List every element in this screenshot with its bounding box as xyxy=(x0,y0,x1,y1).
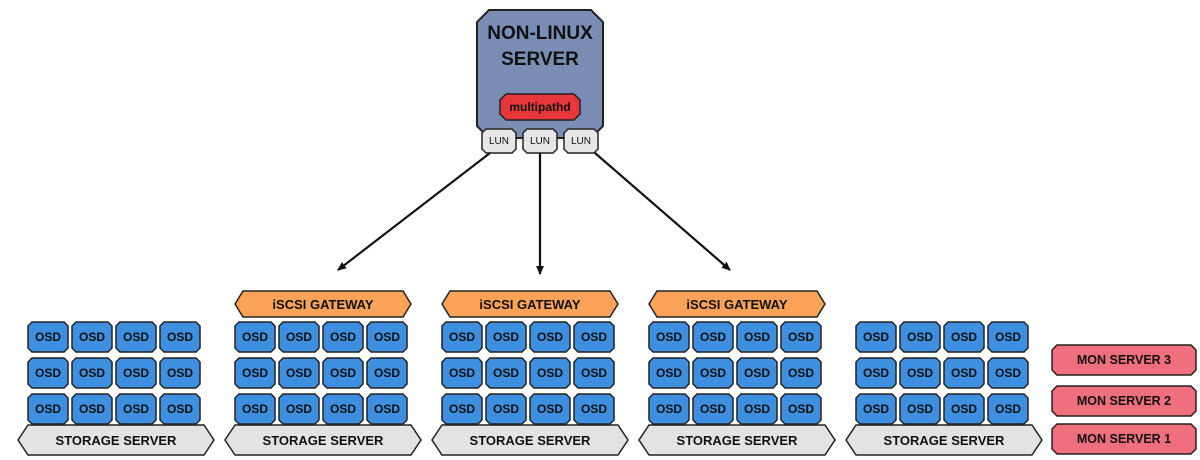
osd-box xyxy=(573,321,615,353)
osd-box xyxy=(71,321,113,353)
osd-box xyxy=(943,321,985,353)
osd-box xyxy=(27,321,69,353)
osd-box xyxy=(692,393,734,425)
osd-box xyxy=(159,393,201,425)
lun-to-gateway-arrow xyxy=(337,152,491,271)
osd-box xyxy=(234,393,276,425)
osd-box xyxy=(278,321,320,353)
osd-box xyxy=(485,393,527,425)
osd-box xyxy=(115,393,157,425)
osd-box xyxy=(529,321,571,353)
osd-box xyxy=(692,321,734,353)
lun-box xyxy=(481,128,517,154)
osd-box xyxy=(855,321,897,353)
osd-box xyxy=(234,321,276,353)
osd-box xyxy=(234,357,276,389)
osd-box xyxy=(780,321,822,353)
iscsi-gateway-box xyxy=(441,290,619,318)
osd-box xyxy=(322,393,364,425)
osd-box xyxy=(278,357,320,389)
osd-box xyxy=(71,357,113,389)
osd-box xyxy=(27,393,69,425)
osd-box xyxy=(736,357,778,389)
osd-box xyxy=(987,321,1029,353)
osd-box xyxy=(159,357,201,389)
osd-box xyxy=(441,321,483,353)
iscsi-gateway-box xyxy=(234,290,412,318)
osd-box xyxy=(899,321,941,353)
storage-server-box xyxy=(431,424,629,456)
osd-box xyxy=(115,321,157,353)
osd-box xyxy=(71,393,113,425)
lun-box xyxy=(522,128,558,154)
osd-box xyxy=(322,357,364,389)
osd-box xyxy=(485,357,527,389)
osd-box xyxy=(573,357,615,389)
osd-box xyxy=(987,357,1029,389)
storage-server-box xyxy=(845,424,1043,456)
osd-box xyxy=(529,357,571,389)
osd-box xyxy=(648,357,690,389)
osd-box xyxy=(648,321,690,353)
osd-box xyxy=(943,393,985,425)
mon-server-box xyxy=(1051,423,1197,455)
osd-box xyxy=(159,321,201,353)
multipathd-box xyxy=(499,93,581,121)
iscsi-gateway-box xyxy=(648,290,826,318)
osd-box xyxy=(573,393,615,425)
osd-box xyxy=(27,357,69,389)
osd-box xyxy=(441,393,483,425)
osd-box xyxy=(736,393,778,425)
osd-box xyxy=(899,357,941,389)
storage-server-box xyxy=(224,424,422,456)
osd-box xyxy=(899,393,941,425)
osd-box xyxy=(441,357,483,389)
osd-box xyxy=(648,393,690,425)
osd-box xyxy=(855,357,897,389)
osd-box xyxy=(692,357,734,389)
osd-box xyxy=(485,321,527,353)
storage-server-box xyxy=(638,424,836,456)
osd-box xyxy=(855,393,897,425)
osd-box xyxy=(366,321,408,353)
mon-server-box xyxy=(1051,344,1197,376)
osd-box xyxy=(529,393,571,425)
osd-box xyxy=(322,321,364,353)
osd-box xyxy=(780,393,822,425)
osd-box xyxy=(366,357,408,389)
osd-box xyxy=(115,357,157,389)
osd-box xyxy=(736,321,778,353)
osd-box xyxy=(278,393,320,425)
osd-box xyxy=(943,357,985,389)
lun-box xyxy=(563,128,599,154)
osd-box xyxy=(987,393,1029,425)
mon-server-box xyxy=(1051,385,1197,417)
storage-server-box xyxy=(17,424,215,456)
lun-to-gateway-arrow xyxy=(594,152,731,271)
osd-box xyxy=(366,393,408,425)
osd-box xyxy=(780,357,822,389)
